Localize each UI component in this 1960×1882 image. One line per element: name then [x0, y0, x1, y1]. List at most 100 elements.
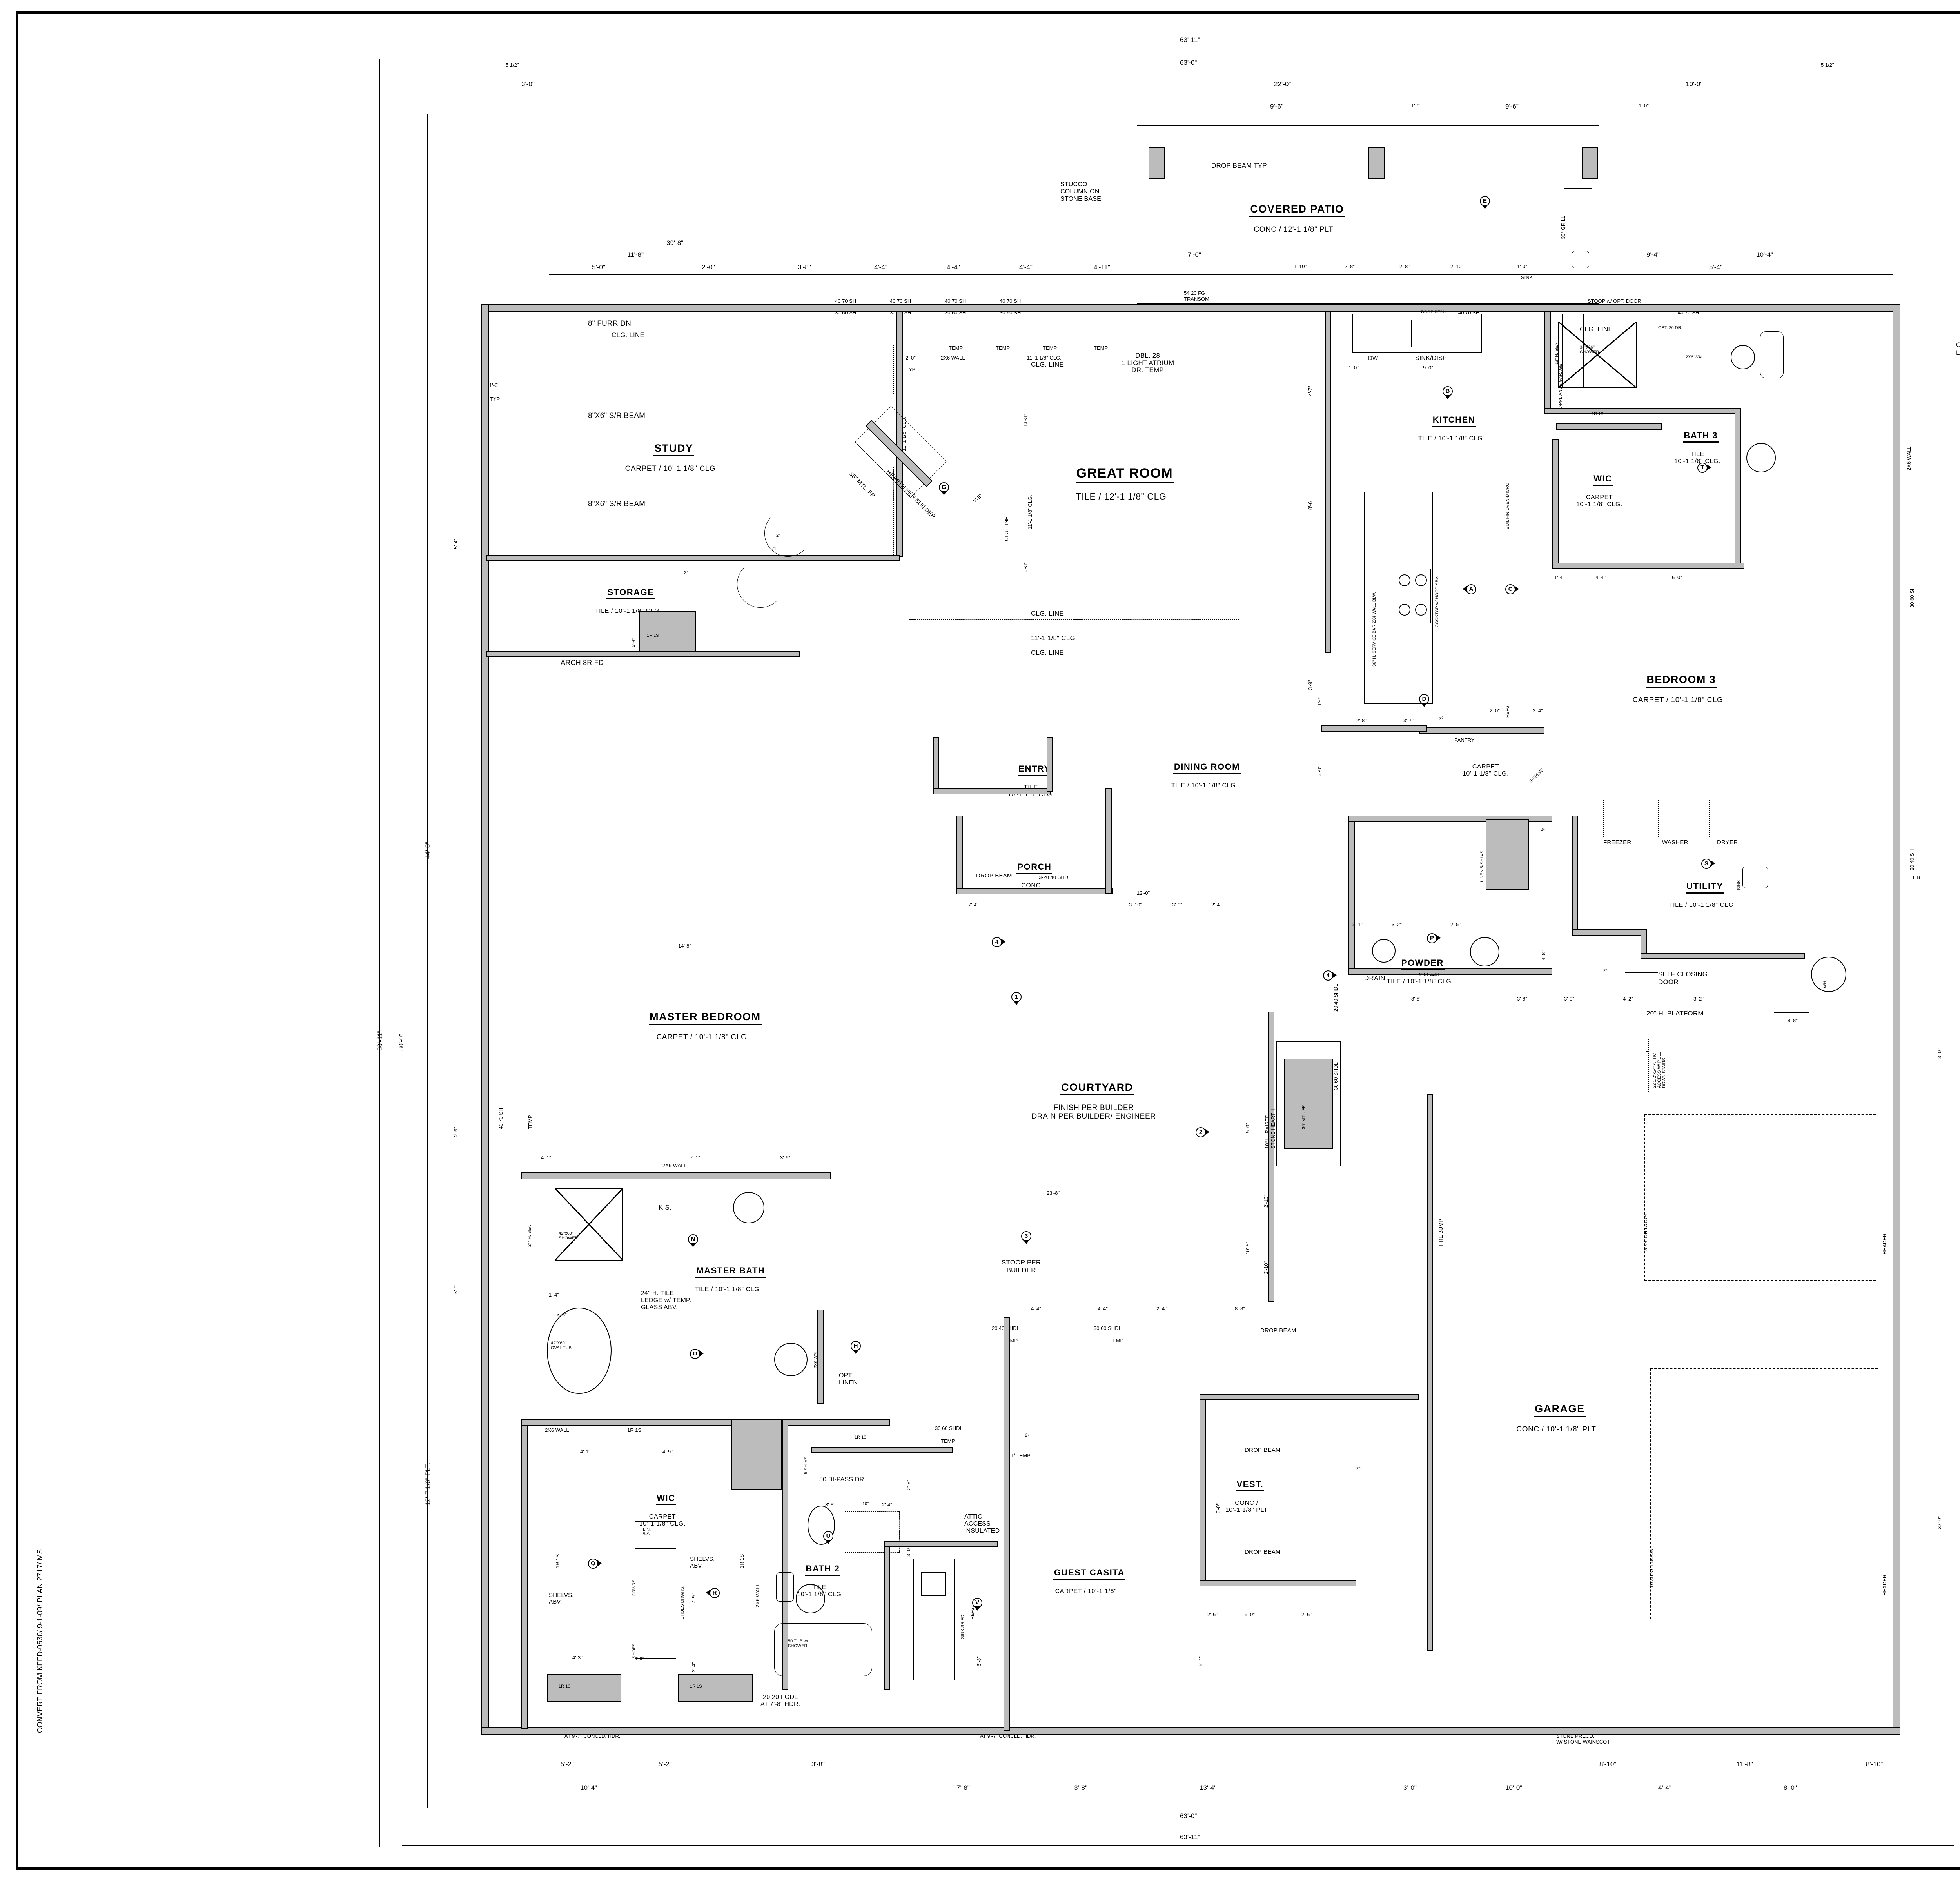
dim-overall-bottom-1: 63'-0": [1180, 1812, 1197, 1820]
dim-23-8-courtyard: 23'-8": [1047, 1190, 1060, 1196]
room-label-bath3: BATH 3: [1683, 431, 1719, 443]
room-sub-dining: TILE / 10'-1 1/8" CLG: [1171, 782, 1236, 789]
marker-A: A: [1463, 584, 1479, 598]
dim-2-8-pantry: 2'-8": [1356, 718, 1367, 723]
dim-bot-seg-3: 3'-8": [1074, 1784, 1087, 1791]
dim-right-misc-3: 37'-0": [1936, 1516, 1942, 1529]
marker-4b-circle: 4: [1323, 970, 1333, 981]
dim-top-seg-1: 3'-0": [521, 80, 535, 88]
room-sub-master-wic: CARPET 10'-1 1/8" CLG.: [639, 1513, 686, 1527]
wall-kitchen-left: [1325, 312, 1331, 653]
wall2x6-powder: 2X6 WALL: [1419, 972, 1443, 977]
wall-vest-top: [1200, 1394, 1419, 1400]
dim-2-0-pantry: 2'-0": [1490, 708, 1500, 714]
seat-18-label: 18" H. SEAT: [1554, 340, 1559, 365]
room-label-master-bath: MASTER BATH: [695, 1266, 766, 1278]
dim-row3-5: 4'-4": [947, 263, 960, 271]
dim-8-8-garage: 8'-8": [1788, 1017, 1798, 1023]
sink-label-patio: SINK: [1521, 274, 1533, 280]
marker-3: 3: [1021, 1231, 1034, 1244]
covered-patio-outline: [1137, 125, 1599, 304]
oval-tub-label: 42"X60" OVAL TUB: [551, 1341, 572, 1350]
wic-lin-box: [635, 1521, 676, 1549]
room-covered-patio: COVERED PATIO CONC / 12'-1 1/8" PLT: [1215, 196, 1372, 248]
study-beam-box-1: [545, 345, 894, 394]
room-label-wic-3: WIC: [1593, 474, 1613, 486]
wall-utility-b1: [1572, 929, 1646, 936]
wall-vest-bottom: [1200, 1580, 1356, 1586]
clg-line-label-0: CLG. LINE: [612, 331, 644, 339]
room-sub-great-room: TILE / 12'-1 1/8" CLG: [1076, 491, 1167, 501]
typ-label-1: TYP: [490, 396, 500, 402]
powder-linen: [1486, 819, 1529, 890]
dim-top-seg-3: 10'-0": [1686, 80, 1703, 88]
dim-bot-8-10b: 8'-10": [1866, 1760, 1883, 1768]
room-bedroom3: BEDROOM 3 CARPET / 10'-1 1/8" CLG: [1592, 667, 1764, 719]
cl-label: CL: [772, 547, 778, 552]
dim-3-7-pantry: 3'-7": [1403, 718, 1414, 723]
room-study: STUDY CARPET / 10'-1 1/8" CLG: [588, 435, 753, 487]
room-wic-3: WIC CARPET 10'-1 1/8" CLG.: [1552, 467, 1646, 522]
dim-row3-4: 4'-4": [874, 263, 887, 271]
dim-4-1-mb: 4'-1": [541, 1155, 551, 1161]
dim-top-seg-0: 5 1/2": [506, 62, 519, 68]
dim-2-6-vest-a: 2'-6": [1207, 1611, 1218, 1617]
dim-line-top-5: [549, 274, 1893, 275]
wall-dining-top: [1321, 725, 1427, 732]
marker-E-circle: E: [1480, 196, 1490, 206]
dim-row3-10: 1'-10": [1294, 263, 1307, 269]
room-sub-study: CARPET / 10'-1 1/8" CLG: [625, 465, 716, 473]
wall-mwic-left: [521, 1419, 528, 1729]
wall-bath3-bottom: [1552, 563, 1744, 569]
room-label-utility: UTILITY: [1686, 881, 1724, 894]
tire-bump-label: TIRE BUMP: [1438, 1219, 1444, 1247]
dim-2-8-casita: 2'-8": [906, 1480, 911, 1490]
bath2-lav-oval: [808, 1506, 835, 1545]
builtin-oven-label: BUILT-IN OVEN-MICRO: [1505, 483, 1510, 529]
washer-box: [1658, 800, 1705, 837]
room-kitchen: KITCHEN TILE / 10'-1 1/8" CLG: [1386, 408, 1515, 456]
platform-20-label: 20" H. PLATFORM: [1646, 1010, 1704, 1017]
opt-linen-mbath: OPT. LINEN: [839, 1372, 858, 1386]
room-label-covered-patio: COVERED PATIO: [1249, 203, 1345, 217]
dim-3-0-porch: 3'-0": [1172, 902, 1182, 908]
sink-disp-label: SINK/DISP: [1415, 355, 1447, 362]
marker-D: D: [1419, 694, 1432, 707]
dim-8-6-gr: 8'-6": [1307, 500, 1313, 510]
lin-5s-label: LIN. 5-S.: [643, 1527, 651, 1537]
room-sub-vestibule: CONC / 10'-1 1/8" PLT: [1225, 1500, 1268, 1513]
room-label-study: STUDY: [653, 442, 694, 456]
marker-T-circle: T: [1697, 463, 1708, 473]
room-master-bedroom: MASTER BEDROOM CARPET / 10'-1 1/8" CLG: [608, 1004, 796, 1056]
oh-door-8-bottom: [1644, 1280, 1876, 1281]
drop-beam-kitchen: DROP BEAM: [1421, 310, 1447, 314]
wall-storage-top: [486, 555, 900, 561]
opt-linen-label: OPT. LINEN: [1956, 341, 1960, 356]
dim-row3-1: 5'-0": [592, 263, 605, 271]
attic-access-label: 22 1/2"x54" ATTIC ACCESS W/ PULL DOWN ST…: [1652, 1052, 1666, 1088]
dim-2-4-stoop: 2'-4": [1156, 1306, 1167, 1312]
sheet-border: [16, 11, 1960, 1870]
dim-bot-seg-4: 13'-4": [1200, 1784, 1217, 1791]
room-label-dining: DINING ROOM: [1173, 762, 1241, 774]
drop-beam-typ-label: DROP BEAM TYP.: [1211, 162, 1268, 169]
ir1s-wic3: 1R 1S: [1592, 412, 1604, 416]
dim-1-7-dining: 1'-7": [1316, 696, 1322, 706]
wall-mbath-wc: [817, 1310, 824, 1404]
oval-tub: [547, 1308, 612, 1394]
marker-A-circle: A: [1466, 584, 1476, 594]
self-closing-door-label: SELF CLOSING DOOR: [1658, 970, 1708, 986]
wall-mbath-top: [521, 1172, 831, 1179]
marker-R: R: [706, 1588, 723, 1601]
dim-row3-7: 4'-11": [1094, 263, 1111, 271]
dim-row3-12: 2'-8": [1345, 263, 1355, 269]
room-utility: UTILITY TILE / 10'-1 1/8" CLG: [1639, 874, 1764, 923]
marker-C-circle: C: [1505, 584, 1515, 594]
courtyard-fp-outer: [1276, 1041, 1341, 1166]
sink-sr-fd-label: SINK SR FD: [960, 1615, 965, 1639]
dim-1-4-bdr3: 1'-4": [1554, 574, 1564, 580]
marker-G: G: [939, 482, 952, 496]
dim-10-bath2: 10": [862, 1502, 869, 1506]
dim-3-6-mb: 3'-6": [780, 1155, 790, 1161]
leader-self-closing: [1625, 972, 1658, 973]
